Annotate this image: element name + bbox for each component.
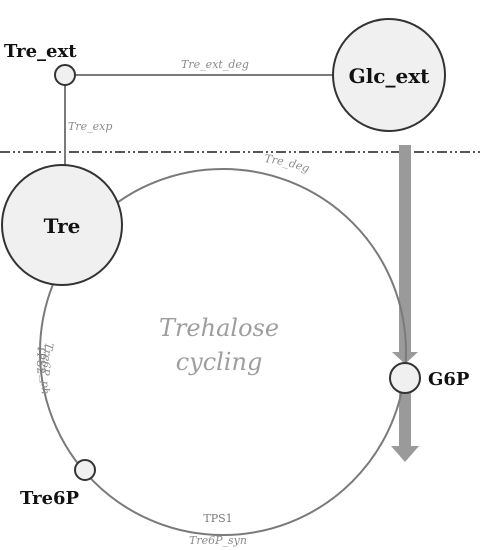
cycle-title-line1: Trehalose [159, 314, 279, 342]
tre-deg-label-path: Tre_deg [264, 152, 312, 175]
tps1-label: TPS1 [203, 512, 232, 525]
cycle-title-line2: cycling [176, 348, 263, 376]
tre-node[interactable] [1, 164, 123, 286]
g6p-label: G6P [428, 369, 470, 390]
glucose-flux-arrow [391, 145, 419, 462]
tre-ext-label: Tre_ext [4, 41, 77, 62]
trehalose-cycle-ring [39, 168, 407, 536]
tre-label: Tre [44, 214, 81, 238]
g6p-node[interactable] [389, 362, 421, 394]
glc-ext-node[interactable] [332, 18, 446, 132]
tps2-label: TPS2 [34, 345, 48, 375]
tre6p-node[interactable] [74, 459, 96, 481]
tre-deg-label: Tre_deg [264, 152, 312, 175]
tre6p-label: Tre6P [20, 488, 80, 509]
tre-ext-deg-label: Tre_ext_deg [181, 58, 249, 71]
glc-ext-label: Glc_ext [349, 64, 431, 88]
tre6p-syn-label: Tre6P_syn [189, 534, 247, 547]
tps2-label-path: TPS2 [34, 345, 48, 375]
tre-exp-label: Tre_exp [68, 120, 112, 133]
tre-ext-node[interactable] [54, 64, 76, 86]
